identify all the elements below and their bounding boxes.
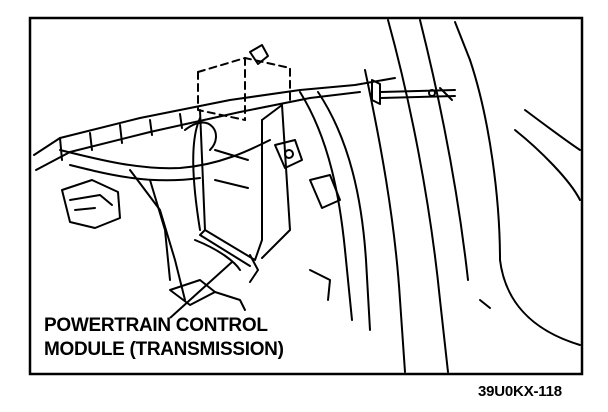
callout-leader-line — [169, 261, 233, 319]
figure-code: 39U0KX-118 — [478, 383, 562, 400]
frame-border — [28, 16, 584, 376]
callout-label-line-1: POWERTRAIN CONTROL — [44, 315, 268, 336]
vehicle-body-illustration — [33, 19, 581, 373]
callout-label-line-2: MODULE (TRANSMISSION) — [44, 339, 284, 360]
